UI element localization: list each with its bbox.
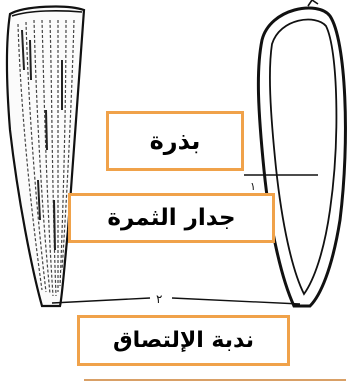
- label-attachment-scar: ندبة الإلتصاق: [77, 315, 290, 366]
- numeral-1: ١: [250, 180, 256, 193]
- numeral-2: ٢: [156, 292, 162, 306]
- label-seed: بذرة: [106, 111, 244, 171]
- achene-section-view: [258, 0, 345, 306]
- leader-scar-left: [52, 298, 150, 303]
- leader-scar-right: [172, 298, 300, 304]
- label-fruit-wall: جدار الثمرة: [68, 193, 275, 243]
- achene-external-view: [7, 7, 84, 306]
- bottom-divider: [84, 379, 346, 381]
